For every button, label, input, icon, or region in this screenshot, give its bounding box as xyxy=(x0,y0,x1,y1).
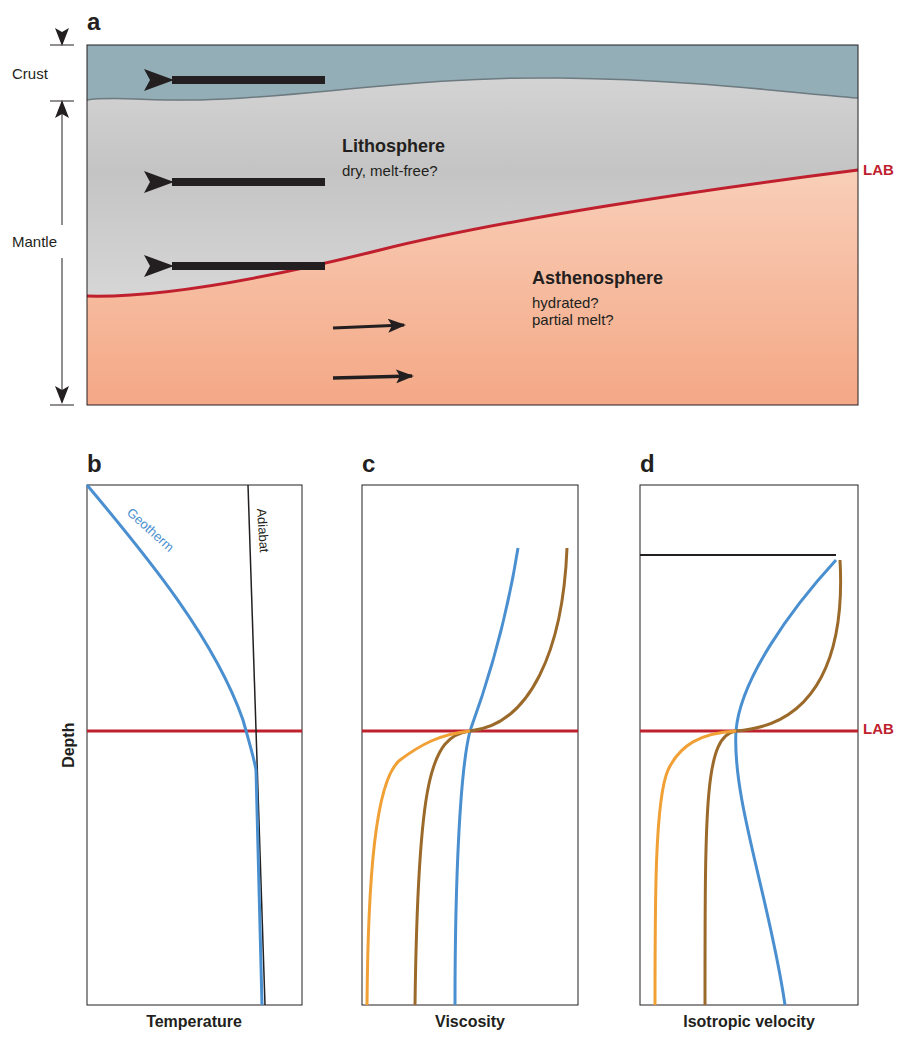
curve-label: Adiabat xyxy=(253,507,271,552)
axis-title: Viscosity xyxy=(435,1013,505,1031)
viscosity-plot xyxy=(362,485,578,1005)
panel-letter: b xyxy=(87,450,102,478)
curve-label: Geotherm xyxy=(124,505,177,555)
panel-letter: c xyxy=(362,450,375,478)
panel-letter: a xyxy=(87,8,100,36)
panel-letter: d xyxy=(640,450,655,478)
layer-note: dry, melt-free? xyxy=(342,162,438,179)
boundary-label: LAB xyxy=(863,720,894,737)
layer-name: Mantle xyxy=(10,232,59,251)
axis-title: Depth xyxy=(61,722,79,767)
axis-title: Isotropic velocity xyxy=(683,1013,815,1031)
velocity-plot xyxy=(640,485,858,1005)
axis-title: Temperature xyxy=(146,1013,242,1031)
layer-name: Lithosphere xyxy=(342,136,445,157)
layer-name: Crust xyxy=(10,64,50,83)
depth-brackets xyxy=(50,35,74,405)
temperature-plot xyxy=(87,485,302,1005)
earth-section xyxy=(87,45,858,405)
boundary-label: LAB xyxy=(863,161,894,178)
layer-name: Asthenosphere xyxy=(532,268,663,289)
layer-note: hydrated? partial melt? xyxy=(532,294,642,329)
